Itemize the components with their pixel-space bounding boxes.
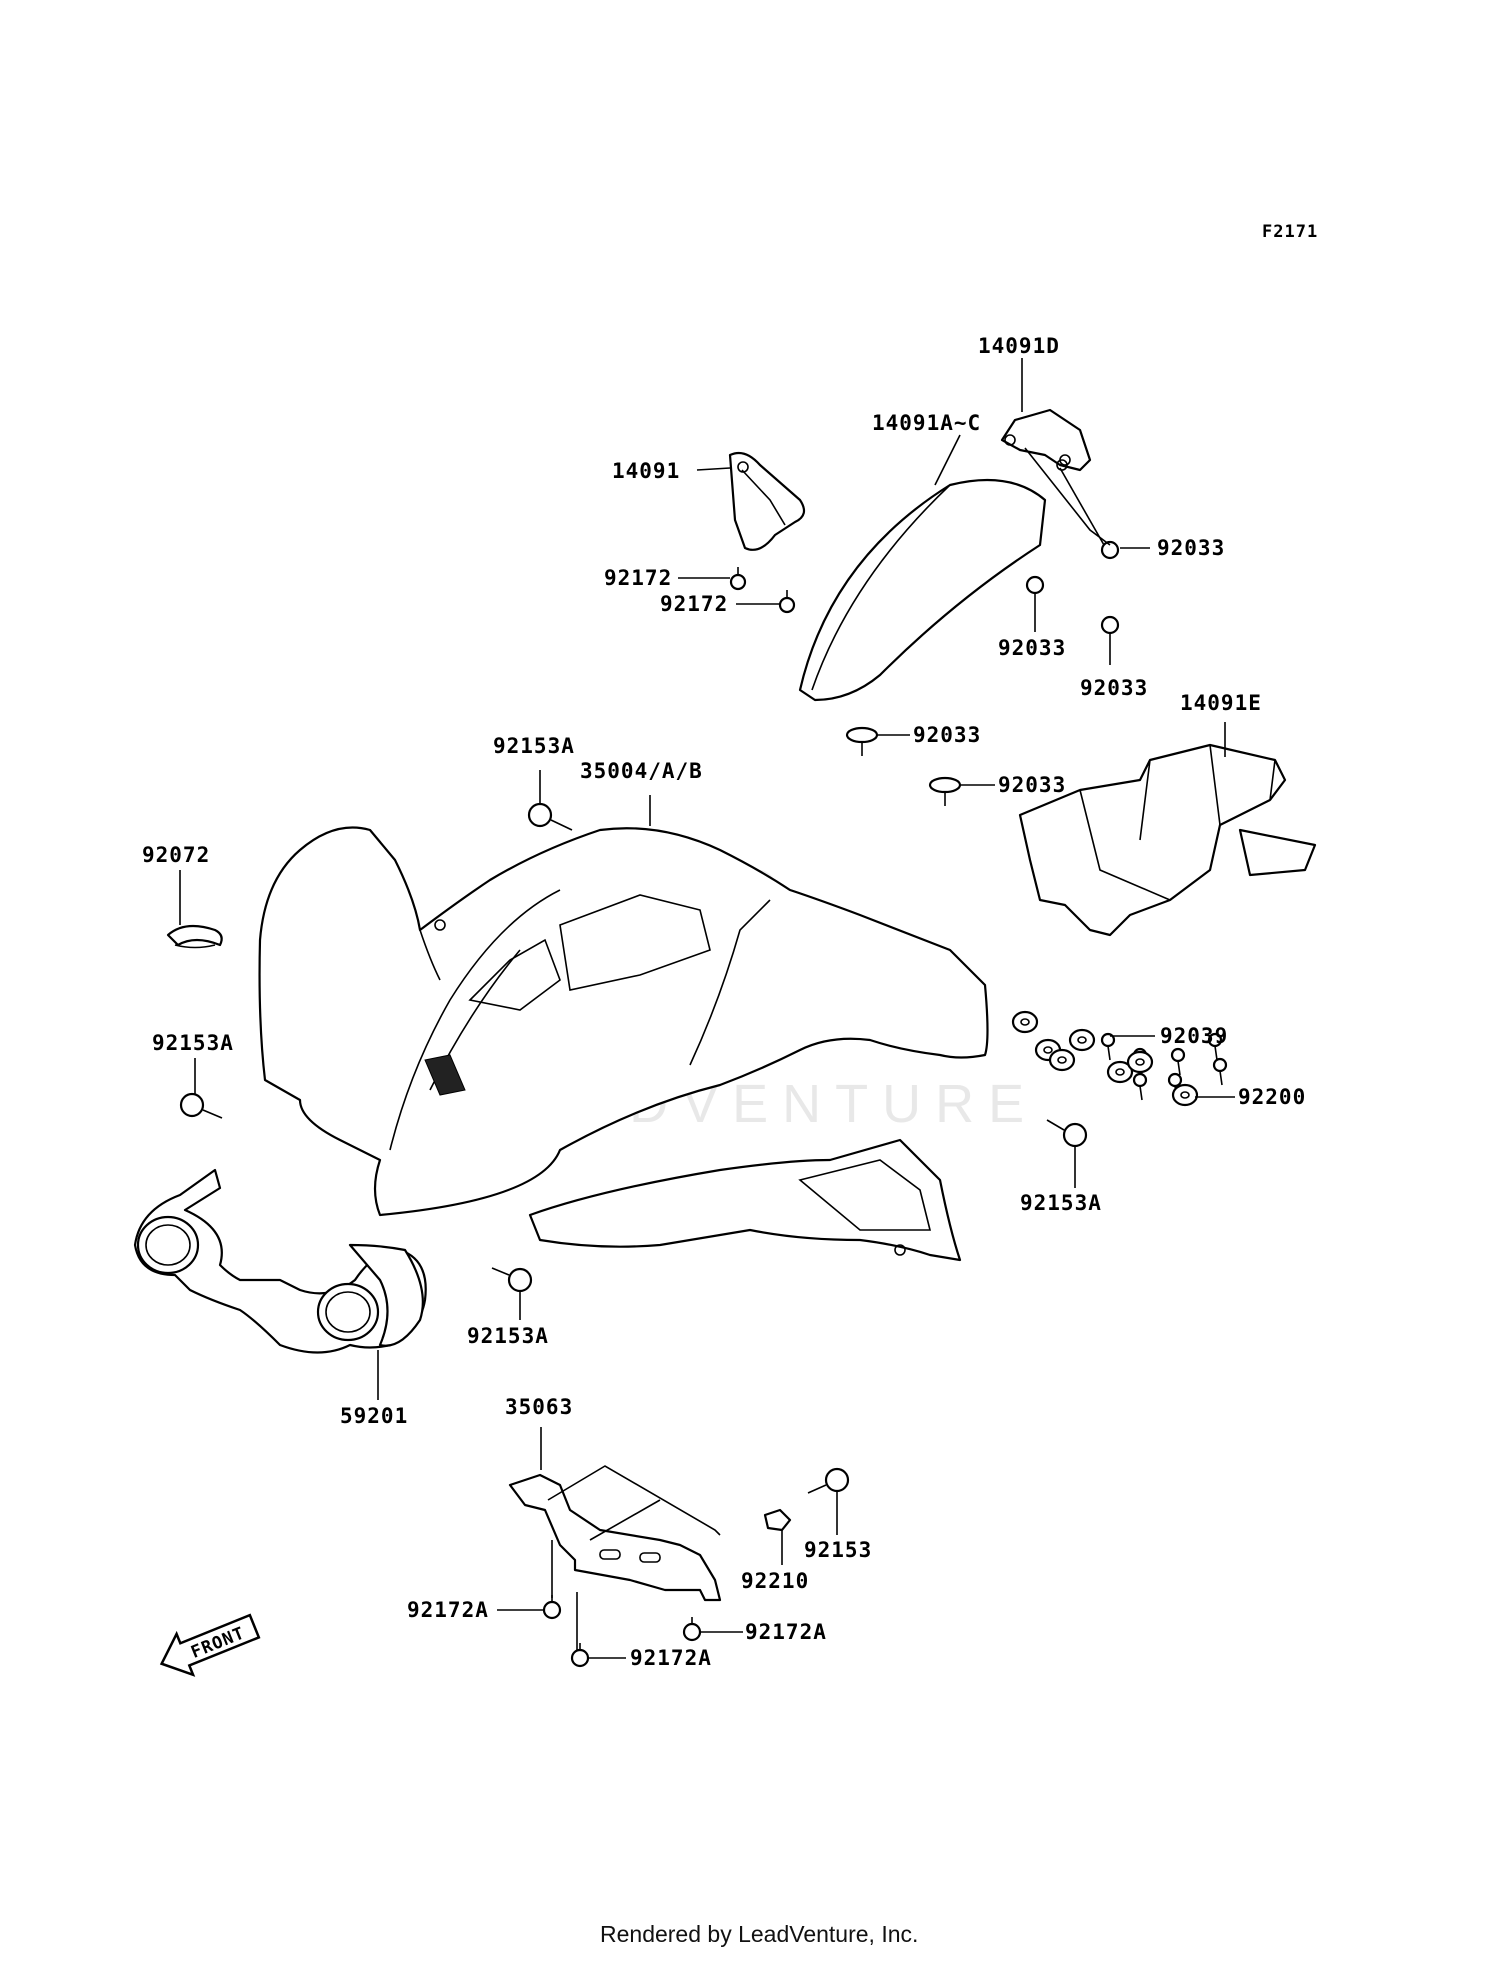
bolt-92153A-a [527, 802, 573, 831]
screw-92172A-a [542, 1595, 562, 1620]
callout-59201: 59201 [340, 1404, 408, 1428]
callout-92033-d: 92033 [913, 723, 981, 747]
callout-92153: 92153 [804, 1538, 872, 1562]
bolt-92153A-c [1046, 1119, 1088, 1148]
callout-92172-b: 92172 [660, 592, 728, 616]
screw-92172A-b [682, 1617, 702, 1642]
callout-14091A-C: 14091A~C [872, 411, 981, 435]
leader-lines [179, 358, 1235, 1659]
clip-92033-a [1100, 540, 1120, 560]
clip-92033-b [1025, 575, 1045, 605]
clip-92033-d [845, 726, 879, 756]
callout-92210: 92210 [741, 1569, 809, 1593]
washers-92200 [1011, 1010, 1199, 1107]
part-59201 [133, 1168, 427, 1354]
screw-92172-a [729, 567, 747, 591]
bolt-92153A-b [179, 1092, 223, 1119]
diagram-code: F2171 [1262, 222, 1318, 242]
front-fender-35004 [258, 826, 989, 1262]
part-14091E [1018, 743, 1317, 937]
callouts: 14091D 14091A~C 14091 92033 92172 92172 … [142, 334, 1306, 1670]
part-14091 [728, 451, 806, 551]
callout-92033-e: 92033 [998, 773, 1066, 797]
clip-92210 [763, 1508, 792, 1532]
callout-14091D: 14091D [978, 334, 1060, 358]
footer-text: Rendered by LeadVenture, Inc. [600, 1921, 918, 1947]
callout-92033-a: 92033 [1157, 536, 1225, 560]
callout-92153A-c: 92153A [1020, 1191, 1102, 1215]
part-92072 [166, 924, 223, 949]
part-35063 [508, 1473, 722, 1602]
callout-92153A-d: 92153A [467, 1324, 549, 1348]
screw-92172A-c [570, 1643, 590, 1668]
part-14091D [1000, 408, 1092, 472]
callout-92153A-a: 92153A [493, 734, 575, 758]
callout-92172A-a: 92172A [407, 1598, 489, 1622]
callout-92200: 92200 [1238, 1085, 1306, 1109]
clip-92033-e [928, 776, 962, 806]
callout-92172-a: 92172 [604, 566, 672, 590]
callout-92033-c: 92033 [1080, 676, 1148, 700]
screw-92172-b [778, 590, 796, 614]
callout-92172A-b: 92172A [745, 1620, 827, 1644]
upper-cover-14091A-C [798, 478, 1047, 702]
callout-14091E: 14091E [1180, 691, 1262, 715]
callout-14091: 14091 [612, 459, 680, 483]
callout-35004: 35004/A/B [580, 759, 703, 783]
front-arrow-icon: FRONT [159, 1613, 261, 1677]
bolt-92153 [807, 1467, 850, 1494]
clip-92033-c [1100, 615, 1120, 645]
callout-35063: 35063 [505, 1395, 573, 1419]
bolt-92153A-d [491, 1267, 533, 1293]
callout-92039: 92039 [1160, 1024, 1228, 1048]
callout-92033-b: 92033 [998, 636, 1066, 660]
callout-92153A-b: 92153A [152, 1031, 234, 1055]
callout-92072: 92072 [142, 843, 210, 867]
callout-92172A-c: 92172A [630, 1646, 712, 1670]
